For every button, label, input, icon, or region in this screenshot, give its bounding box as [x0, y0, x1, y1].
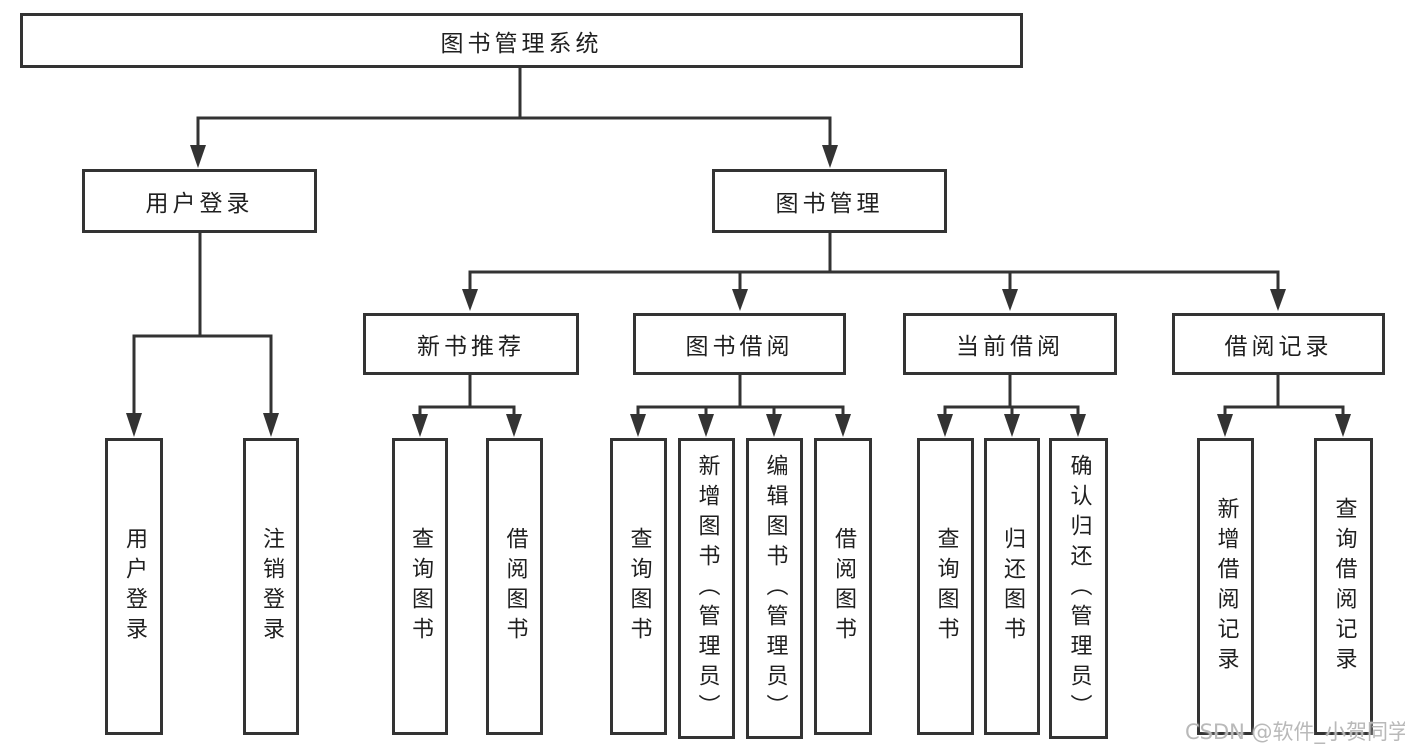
leaf-add-borrow-record: 新增借阅记录: [1197, 438, 1254, 735]
arrow-down-icon: [835, 414, 851, 437]
leaf-label: 注销登录: [259, 526, 284, 647]
leaf-label: 查询图书: [933, 526, 959, 647]
connector-book-borrowing-branch: [636, 375, 845, 416]
arrow-down-icon: [412, 414, 428, 437]
leaf-logout: 注销登录: [243, 438, 299, 735]
connector-user-login-branch: [132, 233, 273, 415]
node-borrowing-records: 借阅记录: [1172, 313, 1385, 375]
leaf-label: 查询图书: [626, 526, 652, 647]
leaf-label: 用户登录: [122, 526, 147, 647]
leaf-label: 新增借阅记录: [1213, 496, 1239, 677]
leaf-confirm-return-admin: 确认归还（管理员）: [1049, 438, 1108, 739]
leaf-label: 确认归还（管理员）: [1066, 453, 1092, 724]
leaf-user-login: 用户登录: [105, 438, 163, 735]
node-label: 图书借阅: [685, 334, 794, 360]
arrow-down-icon: [1002, 289, 1018, 311]
leaf-return-books: 归还图书: [984, 438, 1040, 735]
leaf-add-books-admin: 新增图书（管理员）: [678, 438, 735, 739]
arrow-down-icon: [263, 413, 279, 437]
node-new-book-recommend: 新书推荐: [363, 313, 579, 375]
csdn-watermark: CSDN @软件_小贺同学: [1185, 720, 1405, 744]
leaf-query-borrow-record: 查询借阅记录: [1314, 438, 1373, 735]
arrow-down-icon: [698, 414, 714, 437]
node-label: 图书管理: [775, 191, 884, 217]
arrow-down-icon: [506, 414, 522, 437]
node-label: 图书管理系统: [440, 30, 603, 57]
node-library-management-system: 图书管理系统: [20, 13, 1023, 68]
node-label: 借阅记录: [1224, 334, 1333, 360]
connector-book-management-branch: [468, 233, 1280, 291]
arrow-down-icon: [462, 289, 478, 311]
arrow-down-icon: [190, 145, 206, 168]
arrow-down-icon: [732, 289, 748, 311]
leaf-borrow-books-recommend: 借阅图书: [486, 438, 543, 735]
leaf-label: 归还图书: [1000, 526, 1025, 647]
node-book-borrowing: 图书借阅: [633, 313, 846, 375]
leaf-label: 借阅图书: [502, 526, 528, 647]
connector-borrowing-records-branch: [1223, 375, 1345, 416]
arrow-down-icon: [126, 413, 142, 437]
leaf-label: 查询图书: [408, 526, 433, 647]
leaf-label: 新增图书（管理员）: [694, 453, 720, 724]
arrow-down-icon: [1217, 414, 1233, 437]
connector-new-book-recommend-branch: [418, 375, 516, 416]
arrow-down-icon: [1070, 414, 1086, 437]
connector-current-borrowing-branch: [943, 375, 1080, 416]
arrowheads: [126, 145, 1351, 437]
arrow-down-icon: [1270, 289, 1286, 311]
leaf-edit-books-admin: 编辑图书（管理员）: [746, 438, 803, 739]
connector-root-branch: [196, 68, 832, 147]
node-label: 用户登录: [145, 191, 254, 217]
leaf-query-books-borrowing: 查询图书: [610, 438, 667, 735]
leaf-label: 借阅图书: [831, 526, 856, 647]
arrow-down-icon: [630, 414, 646, 437]
node-current-borrowing: 当前借阅: [903, 313, 1117, 375]
node-user-login: 用户登录: [82, 169, 317, 233]
leaf-borrow-books-borrowing: 借阅图书: [814, 438, 872, 735]
node-label: 当前借阅: [956, 334, 1064, 360]
arrow-down-icon: [1335, 414, 1351, 437]
arrow-down-icon: [822, 145, 838, 168]
node-book-management: 图书管理: [712, 169, 947, 233]
arrow-down-icon: [937, 414, 953, 437]
leaf-query-books-current: 查询图书: [917, 438, 974, 735]
leaf-query-books-recommend: 查询图书: [392, 438, 448, 735]
arrow-down-icon: [766, 414, 782, 437]
node-label: 新书推荐: [417, 334, 525, 360]
leaf-label: 编辑图书（管理员）: [762, 453, 788, 724]
arrow-down-icon: [1004, 414, 1020, 437]
leaf-label: 查询借阅记录: [1331, 496, 1357, 677]
